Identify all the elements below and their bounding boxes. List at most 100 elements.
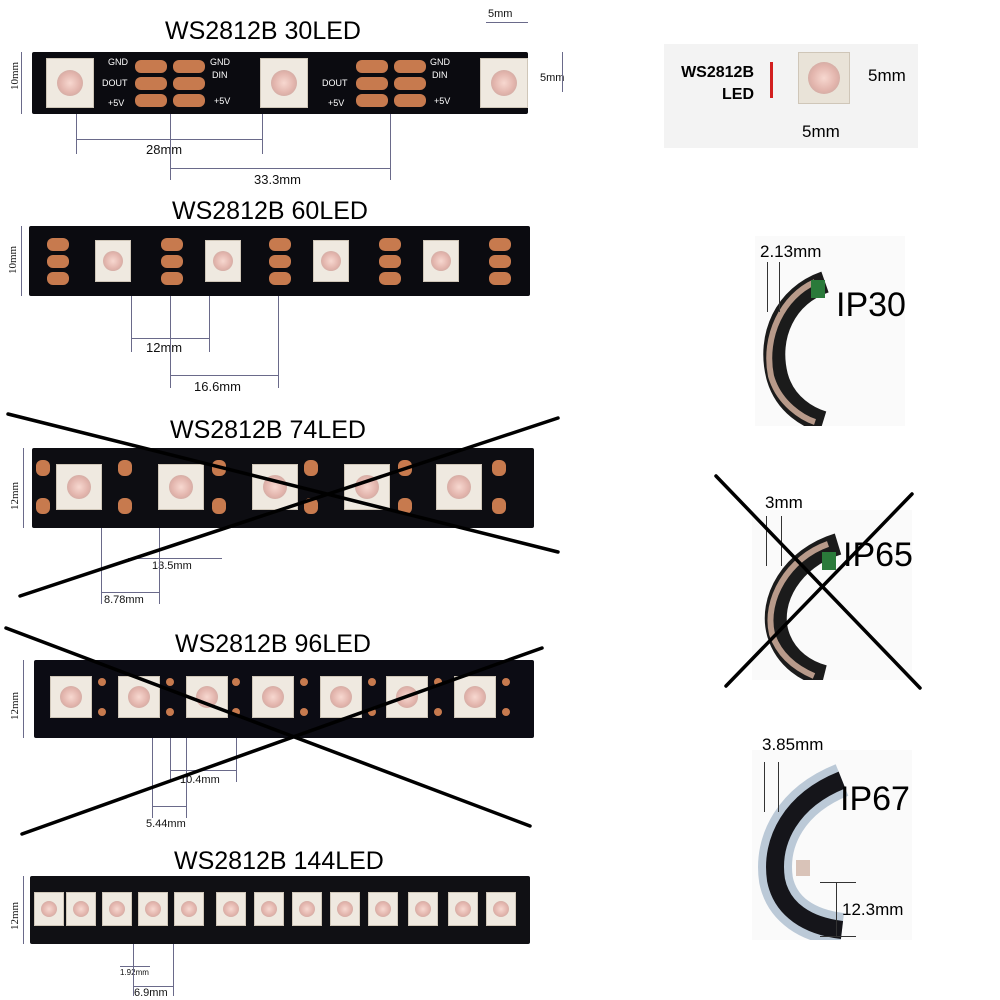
dim-line — [764, 762, 765, 812]
led-chip — [95, 240, 131, 282]
v5-label: +5V — [434, 96, 451, 106]
strip-30led-pitch-b-dim: 33.3mm — [254, 172, 301, 187]
dim-line — [128, 558, 222, 559]
dim-line — [76, 139, 262, 140]
led-chip — [330, 892, 360, 926]
dim-line — [101, 592, 159, 593]
solder-pad — [368, 708, 376, 716]
dim-line — [170, 770, 236, 771]
solder-pad — [394, 77, 426, 90]
dim-line — [209, 296, 210, 352]
led-chip — [216, 892, 246, 926]
solder-pad — [502, 678, 510, 686]
solder-pad — [269, 255, 291, 268]
solder-pad — [434, 708, 442, 716]
led-chip — [344, 464, 390, 510]
dim-line — [170, 296, 171, 388]
solder-pad — [135, 60, 167, 73]
led-chip — [320, 676, 362, 718]
dim-line — [170, 738, 171, 782]
strip-74led-width-dim: 12mm — [9, 481, 21, 510]
dim-line — [173, 944, 174, 996]
dim-line — [101, 528, 102, 604]
dim-line — [781, 516, 782, 566]
solder-pad — [300, 708, 308, 716]
solder-pad — [98, 678, 106, 686]
solder-pad — [269, 238, 291, 251]
dim-line — [820, 936, 856, 937]
chip-height-dim: 5mm — [868, 66, 906, 85]
led-chip — [66, 892, 96, 926]
dim-line — [236, 738, 237, 782]
chip-name-line2: LED — [722, 85, 754, 103]
led-chip — [423, 240, 459, 282]
solder-pad — [356, 77, 388, 90]
solder-pad — [489, 255, 511, 268]
solder-pad — [212, 498, 226, 514]
din-label: DIN — [212, 70, 228, 80]
led-chip — [50, 676, 92, 718]
chip-width-dim: 5mm — [802, 122, 840, 141]
ip67-strip-illustration — [758, 764, 849, 947]
strip-30led-cell-h-dim: 5mm — [540, 72, 565, 84]
dim-line — [278, 296, 279, 388]
strip-60led-width-dim: 10mm — [7, 245, 19, 274]
strip-60led-title: WS2812B 60LED — [172, 197, 368, 225]
solder-pad — [36, 460, 50, 476]
strip-74led-pitch-b-dim: 8.78mm — [104, 594, 144, 606]
solder-pad — [98, 708, 106, 716]
led-chip — [205, 240, 241, 282]
chip-photo: WS2812B LED 5mm 5mm — [664, 44, 918, 148]
dim-line — [170, 168, 390, 169]
strip-30led-width-dim: 10mm — [9, 61, 21, 90]
solder-pad — [232, 708, 240, 716]
led-chip — [386, 676, 428, 718]
led-chip — [368, 892, 398, 926]
led-chip — [408, 892, 438, 926]
ip30-label: IP30 — [836, 286, 906, 324]
gnd-label: GND — [210, 57, 230, 67]
red-marker — [770, 62, 773, 98]
dim-line — [152, 806, 186, 807]
led-chip — [34, 892, 64, 926]
chip-name: WS2812B LED — [668, 62, 754, 105]
dim-line — [21, 226, 22, 296]
led-chip — [118, 676, 160, 718]
v5-label: +5V — [108, 98, 125, 108]
dim-line — [836, 882, 837, 936]
solder-pad — [379, 272, 401, 285]
solder-pad — [47, 255, 69, 268]
strip-144led-width-dim: 12mm — [9, 901, 21, 930]
dim-line — [159, 528, 160, 604]
solder-pad — [379, 255, 401, 268]
solder-pad — [300, 678, 308, 686]
strip-144led-pitch-b-dim: 6.9mm — [134, 987, 168, 999]
strip-60led — [29, 226, 530, 296]
dim-line — [21, 52, 22, 114]
ip30-photo — [755, 236, 905, 433]
solder-pad — [47, 272, 69, 285]
dim-line — [262, 114, 263, 154]
ip30-strip-illustration — [763, 271, 830, 433]
led-chip — [454, 676, 496, 718]
strip-74led-title: WS2812B 74LED — [170, 416, 366, 444]
dim-line — [767, 262, 768, 312]
ip30-thickness-dim: 2.13mm — [760, 242, 822, 261]
chip-name-line1: WS2812B — [681, 64, 754, 81]
strip-30led: GND DOUT +5V GND DIN +5V DOUT +5V GND DI… — [32, 52, 528, 114]
led-chip — [448, 892, 478, 926]
dim-line — [131, 296, 132, 352]
solder-pad — [166, 678, 174, 686]
solder-pad — [173, 94, 205, 107]
led-chip — [102, 892, 132, 926]
led-chip — [138, 892, 168, 926]
solder-pad — [398, 498, 412, 514]
chip-image — [798, 52, 850, 104]
solder-pad — [118, 460, 132, 476]
solder-pad — [489, 272, 511, 285]
dim-line — [23, 660, 24, 738]
strip-144led — [30, 876, 530, 944]
solder-pad — [368, 678, 376, 686]
ip65-label: IP65 — [843, 536, 913, 574]
led-chip — [174, 892, 204, 926]
